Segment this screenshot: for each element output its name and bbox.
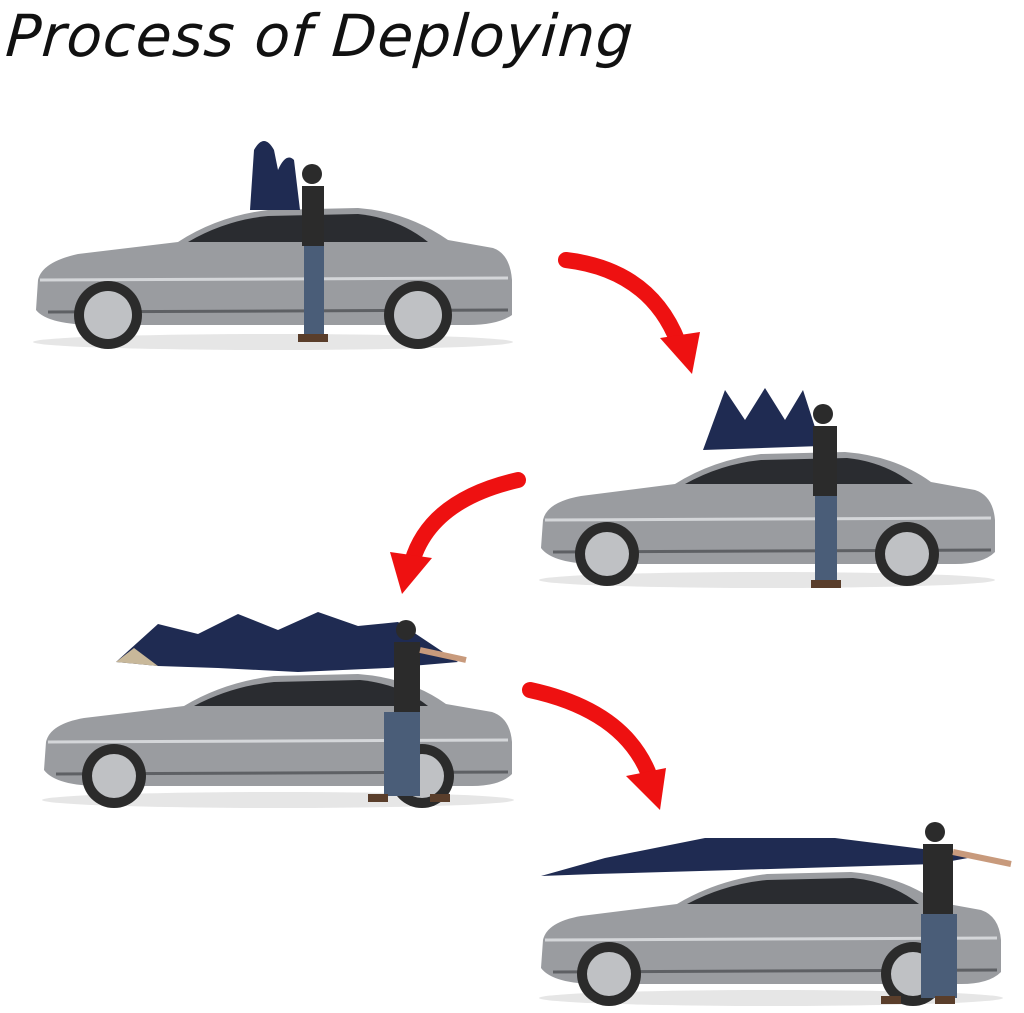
arrow-2 xyxy=(380,470,530,600)
car-illustration xyxy=(539,452,995,588)
spreading-canopy xyxy=(116,612,458,672)
person xyxy=(881,822,1012,1004)
folded-canopy xyxy=(250,141,300,210)
step-4-deployed xyxy=(535,812,1015,1012)
page-title: Process of Deploying xyxy=(3,2,637,70)
step-3-spreading xyxy=(38,608,523,813)
arrow-1 xyxy=(558,250,710,380)
car-illustration xyxy=(33,208,513,350)
arrow-3 xyxy=(522,680,672,810)
step-1-folded xyxy=(28,130,528,360)
step-2-opening xyxy=(535,380,1005,595)
car-illustration xyxy=(42,674,514,808)
person xyxy=(298,164,328,342)
person xyxy=(368,620,467,802)
opening-canopy xyxy=(703,388,821,450)
deployed-canopy xyxy=(541,838,979,876)
person xyxy=(811,404,841,588)
